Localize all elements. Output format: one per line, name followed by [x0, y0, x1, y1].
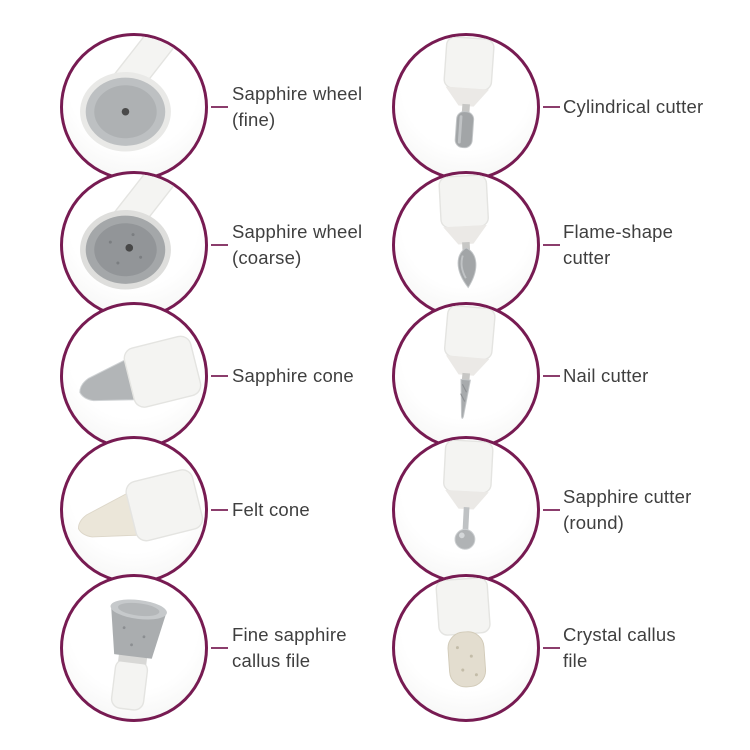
label-line: Sapphire wheel [232, 221, 363, 243]
label-line: Sapphire cutter [563, 486, 692, 508]
label-line: (round) [563, 512, 625, 533]
photo-nail-cutter [392, 302, 540, 450]
label-sapphire-wheel-coarse: Sapphire wheel (coarse) [232, 171, 362, 319]
label-flame-shape-cutter: Flame-shape cutter [563, 171, 673, 319]
sapphire-wheel-coarse-illustration [80, 174, 182, 290]
label-line: Fine sapphire [232, 624, 347, 646]
label-felt-cone: Felt cone [232, 436, 310, 584]
label-cylindrical-cutter: Cylindrical cutter [563, 33, 703, 181]
photo-sapphire-cutter-round [392, 436, 540, 584]
label-fine-sapphire-callus-file: Fine sapphire callus file [232, 574, 347, 722]
label-line: cutter [563, 247, 611, 268]
leader-line [211, 106, 228, 108]
leader-line [211, 244, 228, 246]
leader-line [211, 509, 228, 511]
leader-line [543, 375, 560, 377]
label-line: Nail cutter [563, 365, 649, 387]
label-line: (coarse) [232, 247, 302, 268]
photo-sapphire-wheel-fine [60, 33, 208, 181]
label-line: Cylindrical cutter [563, 96, 704, 118]
leader-line [211, 375, 228, 377]
sapphire-wheel-fine-illustration [80, 36, 182, 152]
label-line: Crystal callus [563, 624, 676, 646]
leader-line [543, 244, 560, 246]
flame-shape-cutter-illustration [438, 174, 489, 289]
fine-sapphire-callus-file-illustration [110, 599, 167, 711]
sapphire-cutter-round-illustration [443, 439, 494, 550]
label-line: Felt cone [232, 499, 310, 521]
label-line: Flame-shape [563, 221, 674, 243]
photo-fine-sapphire-callus-file [60, 574, 208, 722]
cylindrical-cutter-illustration [443, 36, 495, 149]
leader-line [543, 647, 560, 649]
leader-line [211, 647, 228, 649]
label-nail-cutter: Nail cutter [563, 302, 648, 450]
label-line: Sapphire cone [232, 365, 354, 387]
leader-line [543, 106, 560, 108]
felt-cone-illustration [77, 469, 204, 542]
leader-line [543, 509, 560, 511]
label-line: file [563, 650, 588, 671]
photo-felt-cone [60, 436, 208, 584]
photo-sapphire-wheel-coarse [60, 171, 208, 319]
nail-cutter-illustration [443, 305, 496, 419]
label-line: callus file [232, 650, 311, 671]
label-line: (fine) [232, 109, 276, 130]
photo-flame-shape-cutter [392, 171, 540, 319]
label-sapphire-cutter-round: Sapphire cutter (round) [563, 436, 691, 584]
label-sapphire-cone: Sapphire cone [232, 302, 354, 450]
sapphire-cone-illustration [79, 335, 202, 408]
crystal-callus-file-illustration [435, 577, 491, 688]
photo-cylindrical-cutter [392, 33, 540, 181]
label-sapphire-wheel-fine: Sapphire wheel (fine) [232, 33, 362, 181]
photo-crystal-callus-file [392, 574, 540, 722]
photo-sapphire-cone [60, 302, 208, 450]
label-crystal-callus-file: Crystal callus file [563, 574, 676, 722]
label-line: Sapphire wheel [232, 83, 363, 105]
